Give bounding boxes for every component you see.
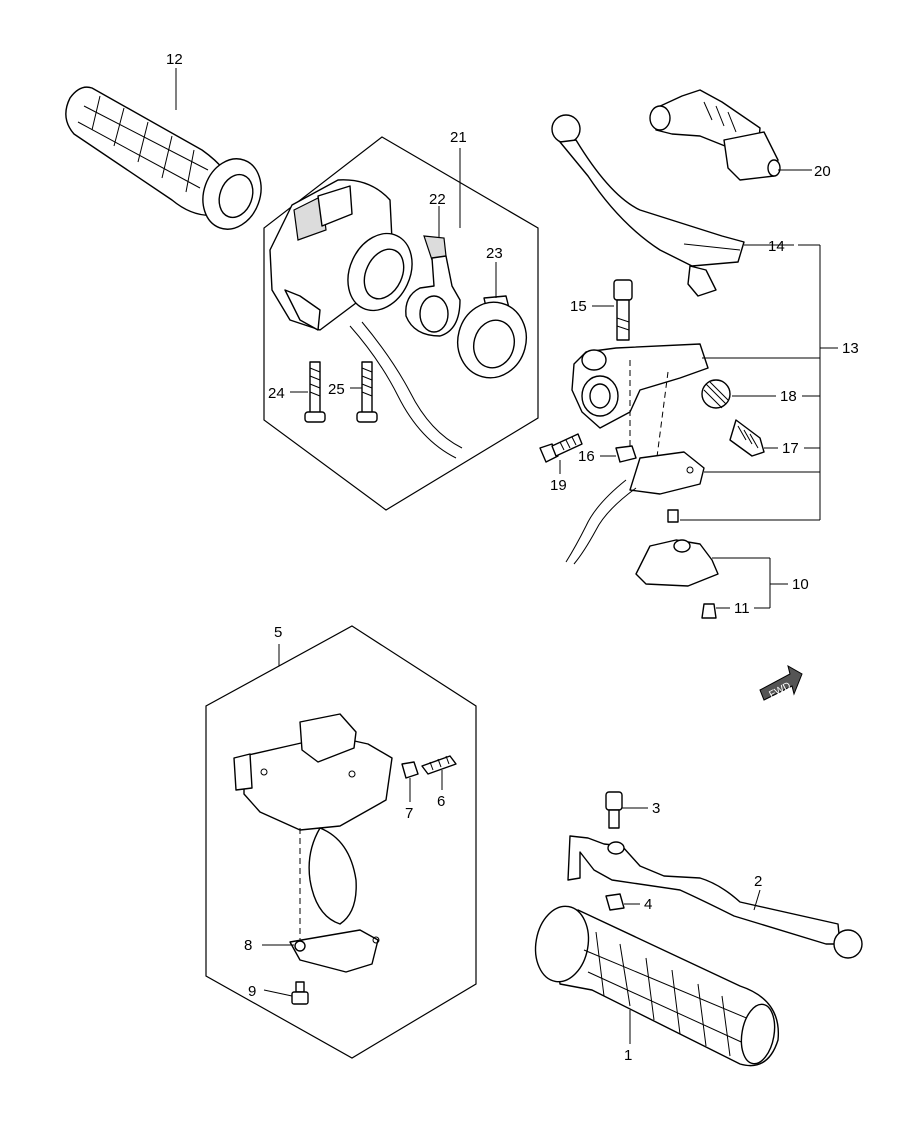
callout-9: 9 [248, 983, 256, 1000]
callout-20: 20 [814, 163, 831, 180]
callout-8: 8 [244, 937, 252, 954]
throttle-lever [405, 235, 461, 337]
stop-switch [635, 539, 719, 587]
right-grip [534, 905, 780, 1067]
callout-18: 18 [780, 388, 797, 405]
pivot-bolt [613, 279, 633, 341]
callout-1: 1 [624, 1047, 632, 1064]
callout-2: 2 [754, 873, 762, 890]
callout-14: 14 [768, 238, 785, 255]
upper-lever [551, 114, 745, 297]
callout-24: 24 [268, 385, 285, 402]
callout-21: 21 [450, 129, 467, 146]
callout-labels: 12 21 22 23 24 25 20 14 15 13 18 17 16 1… [166, 51, 859, 1064]
washer-8 [294, 940, 306, 952]
small-screw [667, 509, 679, 523]
callout-7: 7 [405, 805, 413, 822]
callout-4: 4 [644, 896, 652, 913]
switch-screw [701, 603, 717, 619]
callout-11: 11 [734, 600, 750, 617]
callout-19: 19 [550, 477, 567, 494]
mount-bolt [539, 433, 583, 463]
pivot-bolt-3 [605, 791, 623, 829]
left-grip [65, 86, 262, 230]
adjuster-dial [701, 379, 731, 409]
throttle-housing-5 [233, 713, 393, 973]
switch-assembly-frame [263, 136, 539, 511]
screw-25 [356, 361, 378, 423]
throttle-screw-6 [421, 755, 457, 775]
right-lever [567, 835, 863, 959]
callout-15: 15 [570, 298, 587, 315]
cable-adjuster [649, 89, 781, 181]
callout-6: 6 [437, 793, 445, 810]
lever-nut-4 [605, 893, 625, 911]
throttle-housing [457, 295, 527, 379]
callout-3: 3 [652, 800, 660, 817]
leader-lines [175, 68, 838, 1044]
bolt-9 [291, 981, 309, 1005]
callout-10: 10 [792, 576, 809, 593]
callout-25: 25 [328, 381, 345, 398]
adjuster-screw [729, 419, 765, 457]
throttle-assembly-frame [205, 625, 477, 1059]
callout-17: 17 [782, 440, 799, 457]
lever-switch [565, 451, 705, 565]
fwd-arrow: FWD [759, 664, 803, 701]
callout-12: 12 [166, 51, 183, 68]
callout-23: 23 [486, 245, 503, 262]
callout-16: 16 [578, 448, 595, 465]
throttle-nut-7 [401, 761, 419, 779]
screw-24 [304, 361, 326, 423]
callout-5: 5 [274, 624, 282, 641]
lever-nut [615, 445, 637, 463]
handlebar-switch [269, 179, 463, 459]
lever-holder [571, 343, 709, 481]
callout-22: 22 [429, 191, 446, 208]
callout-13: 13 [842, 340, 859, 357]
